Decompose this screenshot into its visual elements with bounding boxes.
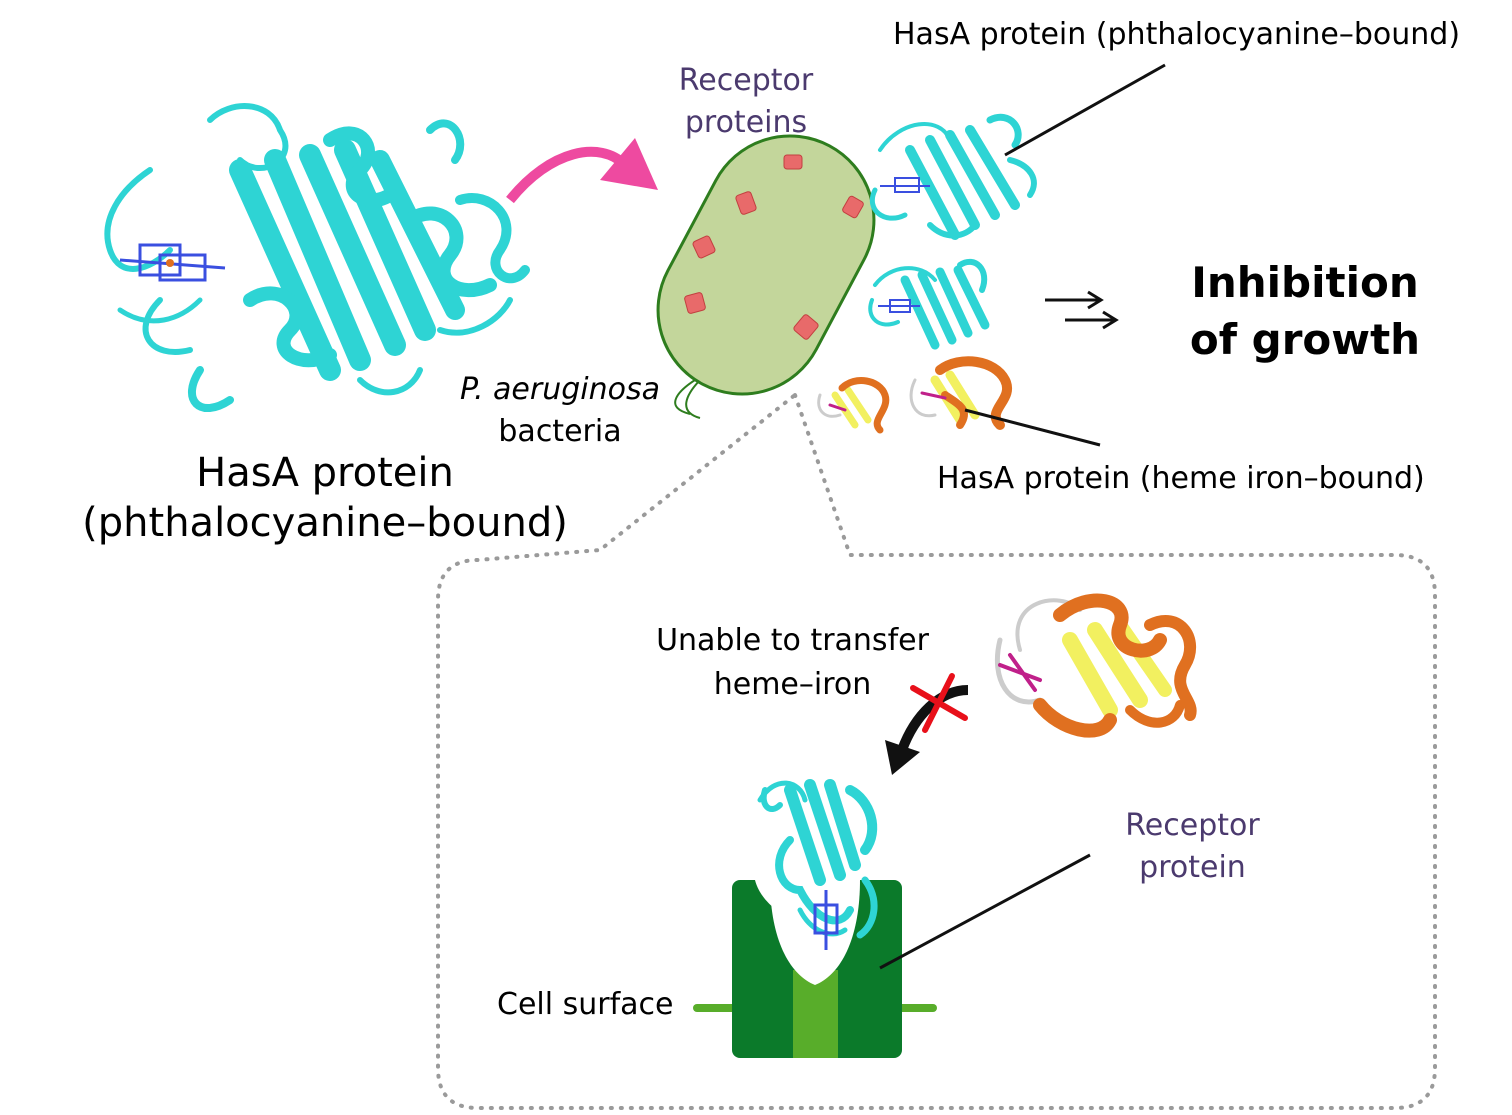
inhibition-line2: of growth: [1189, 314, 1421, 364]
receptor-proteins-label: Receptor proteins: [656, 60, 836, 144]
unable-line1: Unable to transfer: [656, 623, 929, 658]
inhibition-line1: Inhibition: [1191, 258, 1419, 307]
hasa-heme-protein-small-2: [909, 356, 1012, 430]
callout-line-receptor: [879, 853, 1091, 970]
hasa-main-label: HasA protein (phthalocyanine–bound): [0, 448, 650, 548]
hasa-heme-callout: HasA protein (heme iron–bound): [937, 461, 1425, 496]
receptor-proteins-line2: proteins: [684, 105, 808, 140]
red-x-icon: [910, 673, 968, 733]
hasa-phthalocyanine-callout: HasA protein (phthalocyanine–bound): [893, 17, 1461, 52]
hasa-phthalocyanine-protein-large: [104, 103, 530, 413]
receptor-nubs: [684, 154, 864, 340]
bacteria-label: P. aeruginosa bacteria: [450, 369, 670, 453]
zoom-callout-border: [436, 393, 1437, 1110]
bacteria-line1: P. aeruginosa: [460, 372, 660, 407]
unable-transfer-label: Unable to transfer heme–iron: [640, 619, 945, 706]
phthalocyanine-ligand-small-1-icon: [880, 177, 930, 193]
bacteria-line2: bacteria: [498, 414, 622, 449]
receptor-protein-line1: Receptor: [1125, 808, 1260, 843]
inhibition-label: Inhibition of growth: [1185, 255, 1425, 368]
hasa-main-line2: (phthalocyanine–bound): [82, 500, 568, 546]
receptor-protein-label: Receptor protein: [1100, 805, 1285, 889]
callout-line-heme: [964, 408, 1101, 447]
pink-arrow: [506, 138, 658, 204]
phthalocyanine-ligand-icon: [119, 243, 226, 282]
cell-surface-label: Cell surface: [497, 987, 674, 1022]
unable-line2: heme–iron: [713, 666, 872, 702]
hasa-heme-protein-small-1: [817, 377, 890, 434]
blocked-transfer-arrow: [885, 685, 969, 775]
phthalocyanine-ligand-small-2-icon: [878, 299, 920, 313]
bacterium: [656, 134, 876, 419]
hasa-heme-protein-large: [994, 593, 1197, 738]
double-arrow-icon: [1045, 290, 1119, 330]
hasa-phthalocyanine-protein-small-2: [868, 258, 990, 350]
hasa-phthalocyanine-protein-small-1: [869, 113, 1037, 240]
hasa-main-line1: HasA protein: [196, 450, 454, 496]
receptor-proteins-line1: Receptor: [678, 63, 814, 98]
callout-line-phthalocyanine: [1004, 63, 1166, 157]
phthalocyanine-ligand-bound-icon: [813, 890, 839, 950]
receptor-protein-line2: protein: [1139, 850, 1246, 885]
